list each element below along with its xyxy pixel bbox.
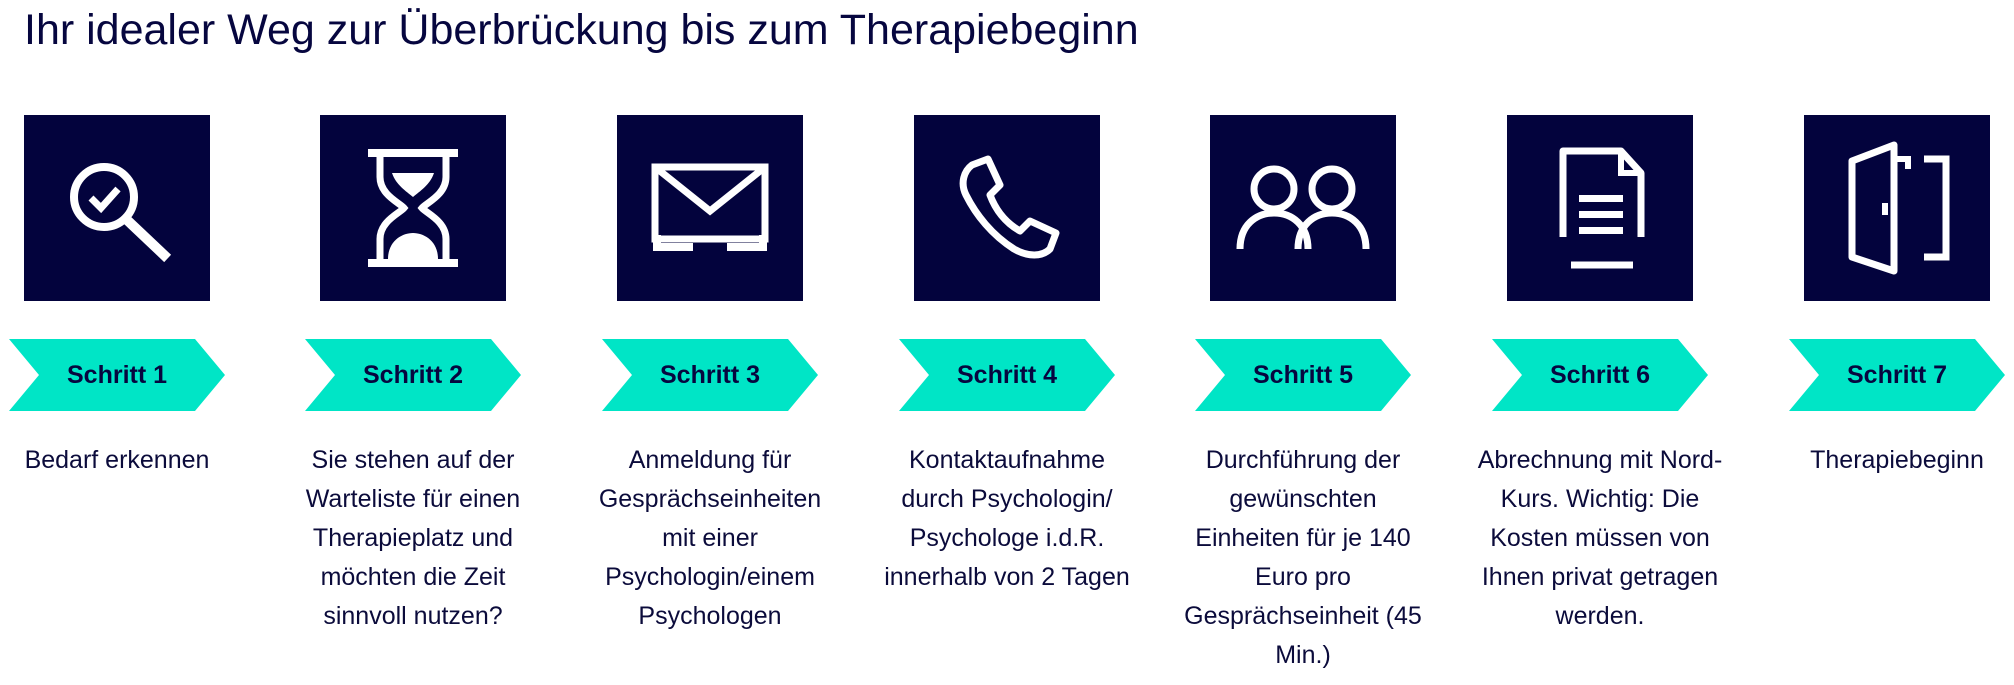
step-2-chevron: Schritt 2: [305, 339, 525, 411]
door-icon: [1804, 115, 1990, 301]
step-3-label: Schritt 3: [659, 361, 761, 389]
step-6-chevron: Schritt 6: [1492, 339, 1712, 411]
step-5-label: Schritt 5: [1252, 361, 1354, 389]
step-6-description: Abrechnung mit Nord-Kurs. Wichtig: Die K…: [1477, 446, 1723, 630]
step-7-description: Therapiebeginn: [1810, 446, 1984, 474]
step-3-description: Anmeldung für Gesprächseinheiten mit ein…: [598, 446, 822, 630]
step-3-chevron: Schritt 3: [602, 339, 822, 411]
step-1-description: Bedarf erkennen: [24, 446, 210, 474]
magnifier-check-icon: [24, 115, 210, 301]
step-2-label: Schritt 2: [362, 361, 464, 389]
step-4-chevron: Schritt 4: [899, 339, 1119, 411]
step-5-description: Durchführung der gewünschten Einheiten f…: [1184, 446, 1422, 669]
step-2-description: Sie stehen auf der Warteliste für einen …: [305, 446, 521, 630]
step-1-chevron: Schritt 1: [9, 339, 229, 411]
step-4-label: Schritt 4: [956, 361, 1058, 389]
step-1-label: Schritt 1: [66, 361, 168, 389]
page-title: Ihr idealer Weg zur Überbrückung bis zum…: [24, 6, 1139, 54]
two-people-icon: [1210, 115, 1396, 301]
document-icon: [1507, 115, 1693, 301]
step-7-label: Schritt 7: [1846, 361, 1948, 389]
step-5-chevron: Schritt 5: [1195, 339, 1415, 411]
step-6-label: Schritt 6: [1549, 361, 1651, 389]
hourglass-icon: [320, 115, 506, 301]
step-4-description: Kontaktaufnahme durch Psychologin/ Psych…: [884, 446, 1130, 591]
envelope-icon: [617, 115, 803, 301]
step-7-chevron: Schritt 7: [1789, 339, 2009, 411]
phone-icon: [914, 115, 1100, 301]
